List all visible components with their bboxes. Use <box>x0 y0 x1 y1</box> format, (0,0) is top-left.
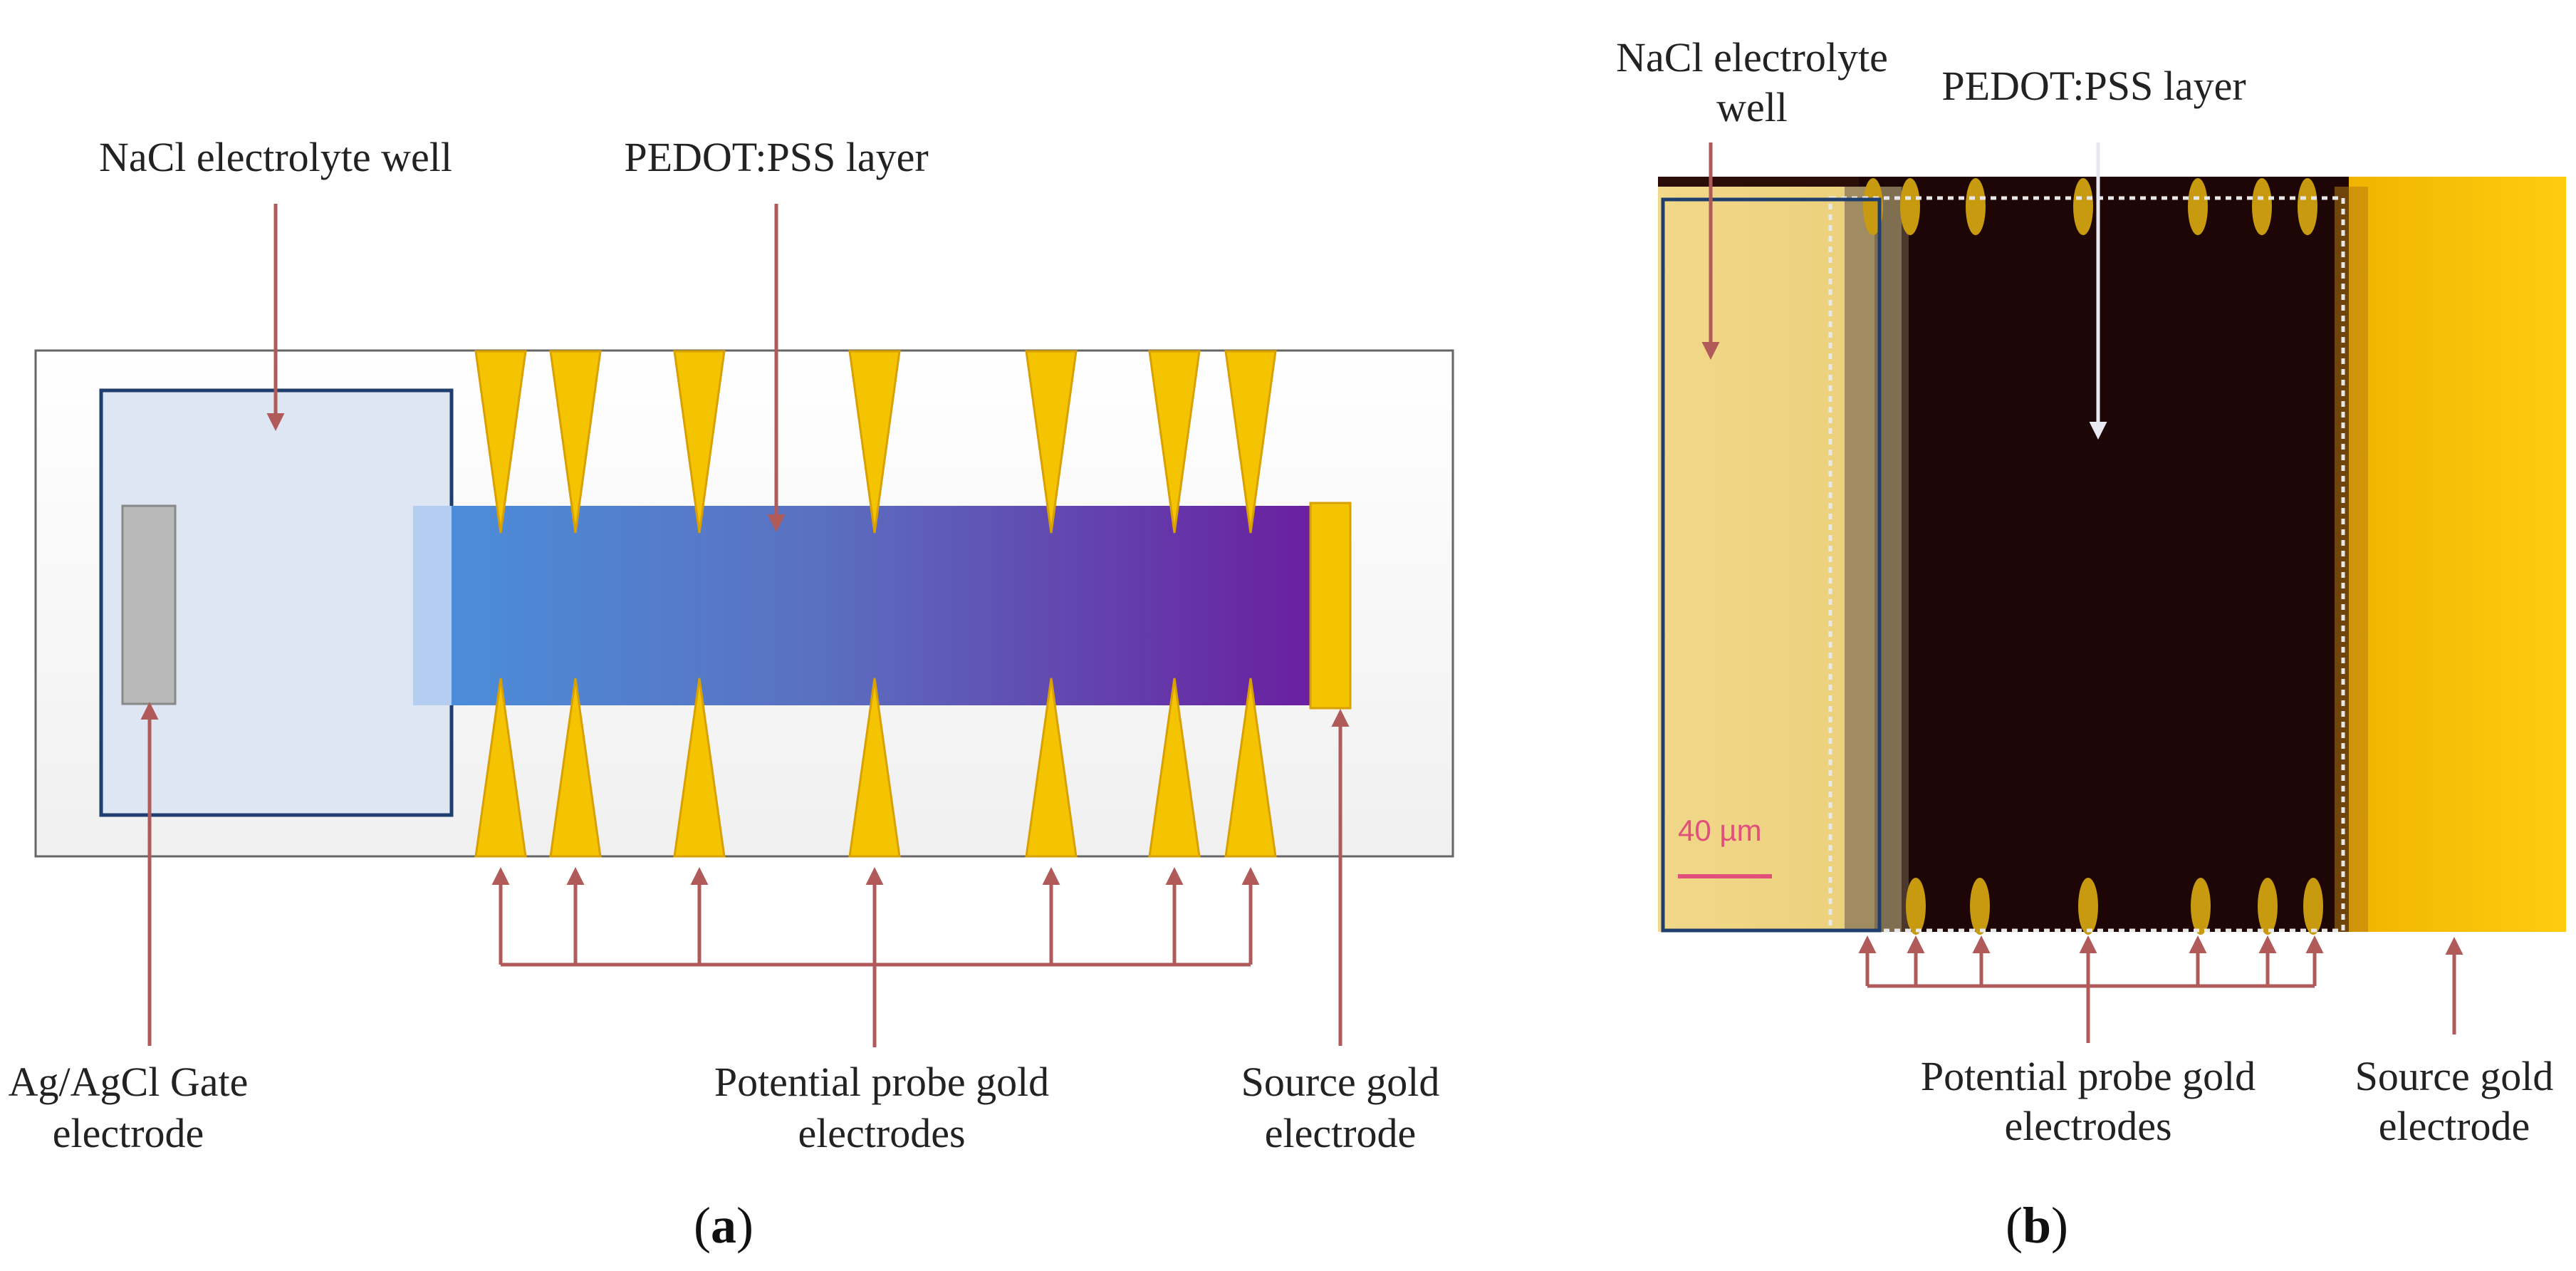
probe-tips-top-b <box>1863 178 2317 235</box>
label-pedot-a: PEDOT:PSS layer <box>624 134 928 180</box>
label-probe-b-line1: Potential probe gold <box>1921 1053 2256 1099</box>
probe-bottom-6 <box>1148 678 1201 858</box>
label-source-a-line2: electrode <box>1265 1110 1417 1156</box>
probe-bottom-7 <box>1224 678 1277 858</box>
probe-bottom-4 <box>848 678 901 858</box>
probe-top-6 <box>1148 350 1201 534</box>
label-gate-line1: Ag/AgCl Gate <box>9 1059 249 1105</box>
probe-tips-bottom-b <box>1906 878 2323 935</box>
probe-bottom-1 <box>474 678 527 858</box>
well-region-b <box>1658 187 1845 932</box>
gate-electrode <box>121 504 177 705</box>
label-well-b-line1: NaCl electrolyte <box>1616 34 1888 81</box>
pedot-outline-b <box>1828 196 2345 933</box>
probe-electrodes-bottom <box>474 678 1277 858</box>
probe-bottom-5 <box>1025 678 1078 858</box>
panel-a: NaCl electrolyte well PEDOT:PSS layer Ag… <box>9 134 1454 1254</box>
label-gate-line2: electrode <box>53 1110 204 1156</box>
panel-tag-a: (a) <box>694 1197 753 1254</box>
label-source-b-line1: Source gold <box>2355 1053 2554 1099</box>
label-well-a: NaCl electrolyte well <box>99 134 452 180</box>
probe-top-5 <box>1025 350 1078 534</box>
probe-top-1 <box>474 350 527 534</box>
label-source-a-line1: Source gold <box>1241 1059 1440 1105</box>
source-gold-bevel <box>2335 187 2368 932</box>
panel-b: 40 µm NaCl electrolyte well PEDOT:PSS la… <box>1616 34 2566 1254</box>
arrow-probes-b <box>1858 935 2324 1043</box>
label-well-b-line2: well <box>1716 84 1788 130</box>
label-probe-a-line2: electrodes <box>798 1110 965 1156</box>
source-gold-b <box>2349 177 2566 932</box>
probe-top-4 <box>848 350 901 534</box>
probe-top-2 <box>549 350 602 534</box>
label-pedot-b: PEDOT:PSS layer <box>1941 63 2246 109</box>
scale-bar-label: 40 µm <box>1678 814 1762 847</box>
label-probe-b-line2: electrodes <box>2004 1103 2171 1149</box>
pedot-layer <box>413 506 1310 705</box>
probe-bottom-3 <box>673 678 726 858</box>
label-source-b-line2: electrode <box>2379 1103 2530 1149</box>
source-electrode <box>1309 502 1352 710</box>
probe-top-3 <box>673 350 726 534</box>
label-probe-a-line1: Potential probe gold <box>714 1059 1049 1105</box>
pedot-overlap <box>413 506 452 705</box>
probe-bottom-2 <box>549 678 602 858</box>
arrow-probes-a <box>491 867 1260 1047</box>
probe-top-7 <box>1224 350 1277 534</box>
panel-tag-b: (b) <box>2006 1197 2068 1254</box>
well-outline-b <box>1661 197 1882 933</box>
probe-electrodes-top <box>474 350 1277 534</box>
